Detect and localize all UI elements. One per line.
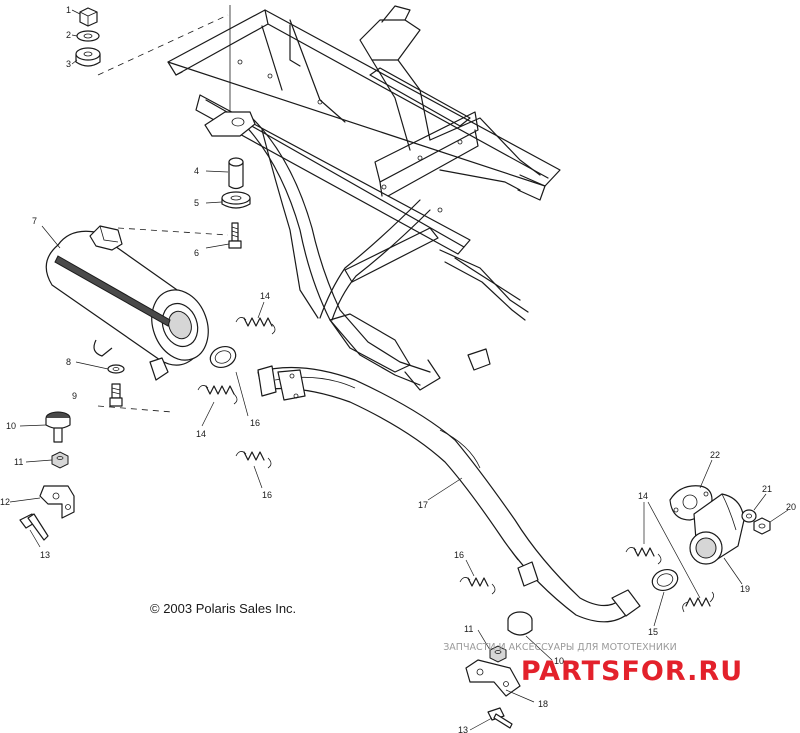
part-13-bolt-lower (487, 707, 513, 729)
part-14-spring-right-lower (682, 591, 714, 613)
callout-1: 1 (66, 5, 71, 15)
part-15-seal-upper (209, 346, 237, 368)
callout-17: 17 (418, 500, 428, 510)
callout-10-left: 10 (6, 421, 16, 431)
watermark-logo: PARTSFOR.RU (521, 656, 743, 687)
callout-13-left: 13 (40, 550, 50, 560)
part-14-spring-upper (235, 317, 276, 335)
part-14-spring-mid (197, 385, 238, 405)
callout-3: 3 (66, 59, 71, 69)
part-8-washer (107, 364, 125, 374)
callout-16-mid: 16 (250, 418, 260, 428)
part-11-nut (51, 451, 69, 469)
callout-8: 8 (66, 357, 71, 367)
part-12-bracket (39, 485, 75, 519)
part-5-grommet (221, 191, 251, 209)
vehicle-frame (167, 5, 561, 391)
callout-10-right: 10 (554, 656, 564, 666)
part-15-seal-lower (651, 569, 679, 591)
part-4-spacer (228, 157, 244, 190)
callout-5: 5 (194, 198, 199, 208)
callout-11-right: 11 (464, 624, 473, 634)
part-17-head-pipe (257, 365, 641, 623)
part-2-washer (76, 30, 100, 42)
part-3-grommet (75, 47, 101, 67)
watermark-tagline: ЗАПЧАСТИ И АКСЕССУАРЫ ДЛЯ МОТОТЕХНИКИ (443, 642, 677, 653)
copyright-text: © 2003 Polaris Sales Inc. (150, 601, 296, 616)
part-16-spring-mid (235, 451, 272, 469)
part-1-nut (79, 7, 98, 27)
part-20-nut (753, 517, 771, 535)
assembly-guide-lines (97, 5, 231, 413)
part-9-bolt (109, 383, 123, 407)
callout-13-right: 13 (458, 725, 468, 733)
part-6-bolt (228, 222, 242, 249)
callout-20: 20 (786, 502, 796, 512)
part-19-outlet-flange (689, 493, 745, 565)
callout-19: 19 (740, 584, 750, 594)
callout-7: 7 (32, 216, 37, 226)
leader-lines (9, 9, 789, 731)
callout-11-left: 11 (14, 457, 23, 467)
callout-22: 22 (710, 450, 720, 460)
callout-12: 12 (0, 497, 10, 507)
callout-16-low: 16 (262, 490, 272, 500)
part-10-isolator-lower (507, 611, 533, 636)
callout-6: 6 (194, 248, 199, 258)
part-7-muffler (45, 225, 209, 381)
callout-4: 4 (194, 166, 199, 176)
callout-2: 2 (66, 30, 71, 40)
callout-14-mid: 14 (196, 429, 206, 439)
callout-9: 9 (72, 391, 77, 401)
callout-labels: 1 2 3 4 5 6 7 8 9 10 11 12 13 14 14 16 1… (0, 5, 796, 733)
part-21-washer (741, 509, 757, 523)
callout-16-right: 16 (454, 550, 464, 560)
callout-18: 18 (538, 699, 548, 709)
watermark: ЗАПЧАСТИ И АКСЕССУАРЫ ДЛЯ МОТОТЕХНИКИ PA… (443, 642, 743, 687)
part-13-bolt (19, 513, 49, 541)
callout-21: 21 (762, 484, 772, 494)
part-11-nut-lower (489, 645, 507, 663)
part-16-spring-lower (459, 577, 496, 595)
part-18-bracket (465, 659, 521, 697)
callout-14-upper: 14 (260, 291, 270, 301)
callout-15: 15 (648, 627, 658, 637)
callout-14-right: 14 (638, 491, 648, 501)
part-10-isolator (45, 411, 71, 443)
part-14-spring-right-upper (625, 547, 662, 565)
